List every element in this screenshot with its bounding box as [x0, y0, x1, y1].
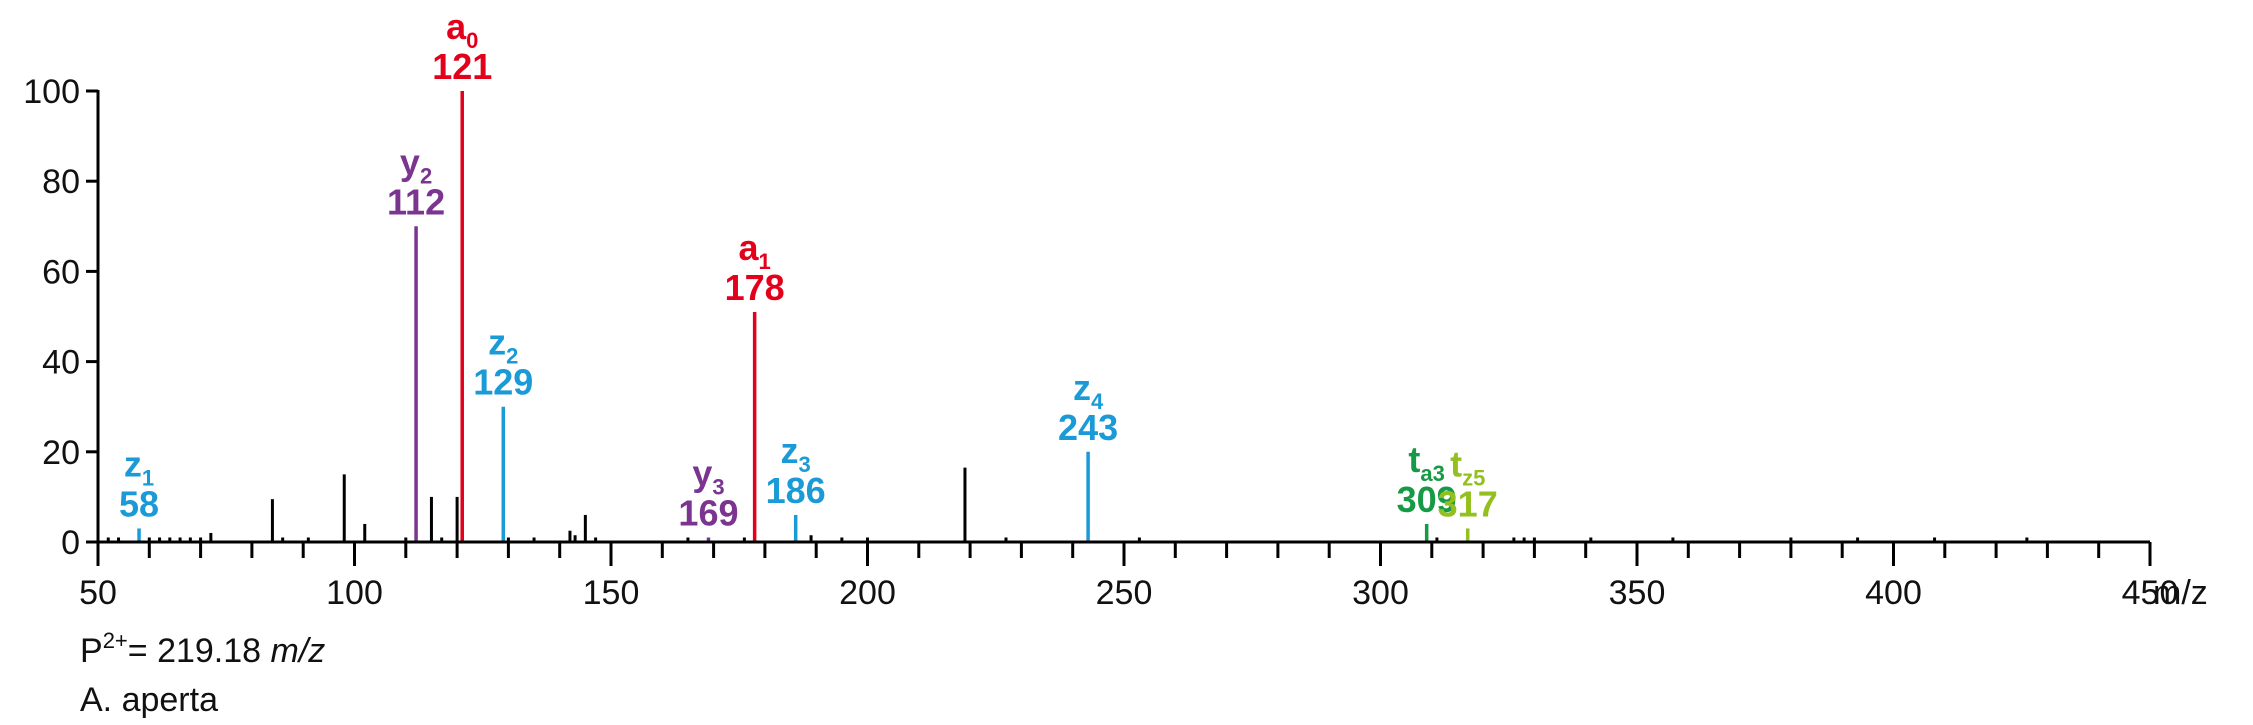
y-tick-label: 100: [23, 73, 80, 111]
x-tick-label: 150: [583, 574, 640, 612]
peak-mz-label: 58: [119, 483, 159, 524]
x-tick-label: 50: [79, 574, 117, 612]
x-tick-label: 400: [1865, 574, 1922, 612]
peak-mz-label: 186: [766, 470, 826, 511]
ion-subscript: 4: [1091, 389, 1104, 414]
peak-ion-label: z4: [1073, 367, 1104, 414]
peak-ion-label: ta3: [1408, 439, 1444, 486]
x-tick-label: 250: [1096, 574, 1153, 612]
peak-ion-label: a1: [738, 227, 770, 274]
ion-subscript: 2: [420, 163, 432, 188]
peak-ion-label: z3: [781, 430, 811, 477]
peak-mz-label: 178: [725, 267, 785, 308]
precursor-charge: 2+: [102, 628, 128, 653]
x-axis-title: m/z: [2153, 574, 2208, 612]
unlabeled-peaks: [106, 467, 2029, 542]
peak-ion-label: tz5: [1450, 443, 1485, 490]
ion-letter: a: [446, 6, 467, 47]
ion-subscript: 3: [799, 452, 811, 477]
y-tick-label: 0: [61, 524, 80, 562]
ion-letter: z: [781, 430, 799, 471]
ion-subscript: z5: [1462, 465, 1485, 490]
y-tick-label: 60: [42, 253, 80, 291]
ion-letter: t: [1408, 439, 1420, 480]
peak-mz-label: 317: [1438, 483, 1498, 524]
ion-letter: z: [488, 322, 506, 363]
peak-ion-label: z1: [124, 443, 154, 490]
precursor-value: = 219.18: [127, 632, 262, 670]
ion-subscript: 0: [466, 28, 478, 53]
y-tick-label: 40: [42, 344, 80, 382]
ion-letter: z: [124, 443, 142, 484]
species-name: A. aperta: [80, 681, 218, 719]
x-tick-label: 200: [839, 574, 896, 612]
peak-mz-label: 309: [1397, 479, 1457, 520]
x-ticks: 50 100 150 200 250 300 350 400 450: [79, 542, 2178, 612]
peak-ion-label: a0: [446, 6, 478, 53]
ion-letter: t: [1450, 443, 1462, 484]
x-tick-label: 450: [2122, 574, 2179, 612]
precursor-info: P2+= 219.18 m/z: [80, 630, 326, 671]
peak-mz-label: 112: [387, 181, 445, 222]
peak-mz-label: 129: [473, 362, 533, 403]
ion-subscript: 2: [506, 344, 518, 369]
ion-letter: a: [738, 227, 759, 268]
precursor-prefix: P: [80, 632, 103, 670]
ion-subscript: 1: [142, 465, 154, 490]
ion-letter: z: [1073, 367, 1091, 408]
peak-ion-label: z2: [488, 322, 518, 369]
peak-mz-label: 243: [1058, 407, 1118, 448]
precursor-unit: m/z: [270, 632, 326, 670]
x-tick-label: 300: [1352, 574, 1409, 612]
x-tick-label: 100: [326, 574, 383, 612]
y-ticks: 0 20 40 60 80 100: [23, 73, 98, 562]
peak-mz-label: 169: [678, 492, 738, 533]
ion-letter: y: [692, 452, 712, 493]
ion-subscript: 3: [712, 474, 724, 499]
peak-ion-label: y2: [400, 141, 432, 188]
ion-letter: y: [400, 141, 420, 182]
y-tick-label: 20: [42, 434, 80, 472]
ion-subscript: a3: [1420, 461, 1444, 486]
ion-subscript: 1: [759, 249, 771, 274]
y-tick-label: 80: [42, 163, 80, 201]
x-tick-label: 350: [1609, 574, 1666, 612]
peak-ion-label: y3: [692, 452, 724, 499]
peak-mz-label: 121: [432, 46, 492, 87]
